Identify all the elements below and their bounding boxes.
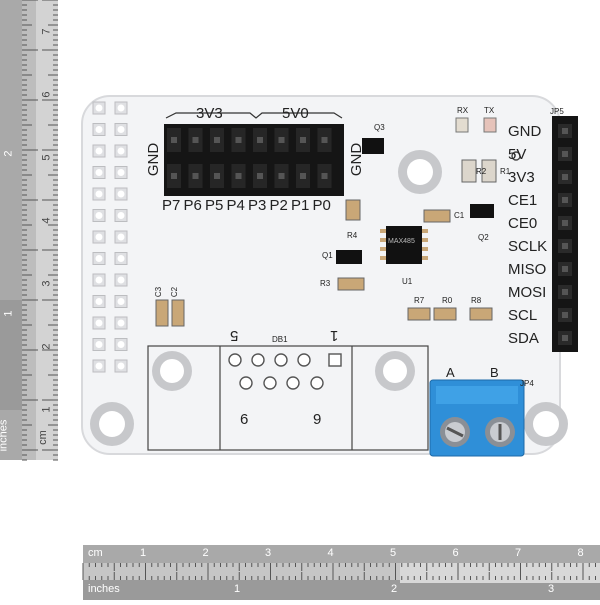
vertical-ruler-cm-tick: 5 xyxy=(40,154,53,161)
vertical-ruler-cm-tick: 3 xyxy=(40,280,53,287)
horizontal-ruler-inch-tick: 3 xyxy=(548,583,555,595)
c3-label: C3 xyxy=(154,286,164,298)
q3-label: Q3 xyxy=(374,123,385,132)
r4-label: R4 xyxy=(347,231,358,240)
db9-pad xyxy=(228,353,242,367)
c1-label: C1 xyxy=(454,211,465,220)
vertical-ruler-cm-tick: 7 xyxy=(40,28,53,35)
r2-label: R2 xyxy=(476,167,487,176)
q1-label: Q1 xyxy=(322,251,333,260)
horizontal-ruler-cm-tick: 6 xyxy=(452,547,459,559)
gnd-left-label: GND xyxy=(145,142,163,177)
jp5-pin-label-mosi: MOSI xyxy=(508,284,547,301)
db9-pin9-label: 9 xyxy=(313,411,322,428)
db9-pad xyxy=(286,376,300,390)
r1-label: R1 xyxy=(500,167,511,176)
port-label-p4: P4 xyxy=(226,197,245,214)
db9-pad xyxy=(251,353,265,367)
horizontal-ruler-unit-inches: inches xyxy=(88,583,120,595)
vertical-ruler-cm-tick: 6 xyxy=(40,91,53,98)
terminal-a-label: A xyxy=(446,365,455,380)
r8-label: R8 xyxy=(471,296,482,305)
jp5-pin-label-5v: 5V xyxy=(508,146,527,163)
horizontal-ruler-unit-cm: cm xyxy=(88,547,103,559)
rail-3v3-label: 3V3 xyxy=(196,105,223,122)
tx-label: TX xyxy=(484,106,495,115)
horizontal-ruler-inch-tick: 2 xyxy=(391,583,398,595)
jp5-pin-label-scl: SCL xyxy=(508,307,538,324)
vertical-ruler-cm-tick: 4 xyxy=(40,217,53,224)
r3-label: R3 xyxy=(320,279,331,288)
horizontal-ruler-cm-tick: 7 xyxy=(515,547,522,559)
db1-label: DB1 xyxy=(272,335,288,344)
port-label-p3: P3 xyxy=(248,197,267,214)
port-label-p1: P1 xyxy=(291,197,310,214)
jp5-pin-label-sclk: SCLK xyxy=(508,238,548,255)
port-label-p2: P2 xyxy=(269,197,288,214)
vertical-ruler-inch-tick: 1 xyxy=(2,310,15,317)
vertical-ruler-unit-inches: inches xyxy=(0,419,10,452)
horizontal-ruler xyxy=(82,545,600,600)
db9-pin6-label: 6 xyxy=(240,411,249,428)
vertical-ruler-cm-tick: 2 xyxy=(40,343,53,350)
port-label-p6: P6 xyxy=(183,197,202,214)
q2-label: Q2 xyxy=(478,233,489,242)
rx-label: RX xyxy=(457,106,469,115)
horizontal-ruler-cm-tick: 1 xyxy=(140,547,147,559)
horizontal-ruler-cm-tick: 2 xyxy=(202,547,209,559)
port-label-p0: P0 xyxy=(312,197,331,214)
vertical-ruler xyxy=(0,0,58,461)
db9-pin1-label: 1 xyxy=(330,327,339,344)
db9-pin5-label: 5 xyxy=(230,327,239,344)
jp5-pin-label-sda: SDA xyxy=(508,330,539,347)
vertical-ruler-cm-tick: 1 xyxy=(40,406,53,413)
db9-pad xyxy=(297,353,311,367)
jp5-pin-label-gnd: GND xyxy=(508,123,542,140)
r7-label: R7 xyxy=(414,296,425,305)
jp4-label: JP4 xyxy=(520,379,534,388)
horizontal-ruler-cm-tick: 3 xyxy=(265,547,272,559)
db9-pad xyxy=(263,376,277,390)
c2-label: C2 xyxy=(170,286,180,298)
terminal-b-label: B xyxy=(490,365,499,380)
vertical-ruler-unit-cm: cm xyxy=(36,430,49,445)
u1-label: U1 xyxy=(402,277,413,286)
db9-pad xyxy=(274,353,288,367)
port-label-p5: P5 xyxy=(205,197,224,214)
vertical-ruler-inch-tick: 2 xyxy=(2,150,15,157)
horizontal-ruler-cm-tick: 8 xyxy=(577,547,584,559)
rail-5v0-label: 5V0 xyxy=(282,105,309,122)
chip-marking: MAX485 xyxy=(388,238,415,245)
jp5-label: JP5 xyxy=(550,107,564,116)
horizontal-ruler-cm-tick: 4 xyxy=(327,547,334,559)
db9-pad xyxy=(239,376,253,390)
r0-label: R0 xyxy=(442,296,453,305)
jp5-pin-label-ce1: CE1 xyxy=(508,192,538,209)
horizontal-ruler-inch-tick: 1 xyxy=(234,583,241,595)
gnd-right-label: GND xyxy=(348,142,366,177)
port-label-p7: P7 xyxy=(162,197,181,214)
power-indicator-marker xyxy=(511,151,521,161)
jp5-pin-label-ce0: CE0 xyxy=(508,215,538,232)
db9-pad xyxy=(328,353,342,367)
horizontal-ruler-cm-tick: 5 xyxy=(390,547,397,559)
jp5-pin-label-3v3: 3V3 xyxy=(508,169,535,186)
pcb-board xyxy=(81,95,578,457)
jp5-pin-label-miso: MISO xyxy=(508,261,547,278)
db9-pad xyxy=(310,376,324,390)
